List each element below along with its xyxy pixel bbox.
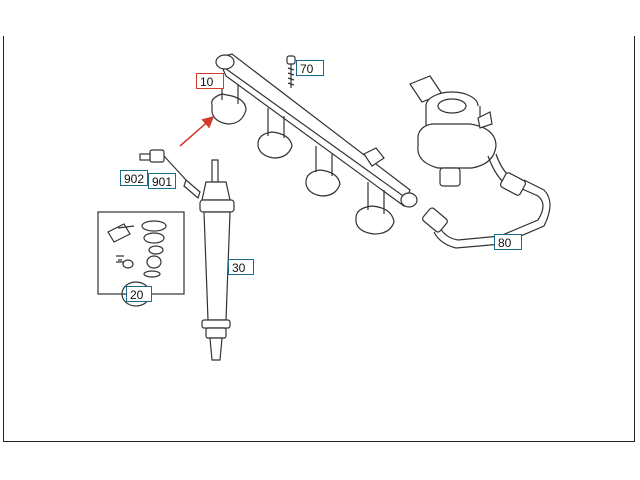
callout-fuel-rail[interactable]: 10: [196, 73, 224, 89]
callout-injector[interactable]: 30: [228, 259, 254, 275]
pump-drawing: [409, 75, 497, 187]
callout-connector[interactable]: 902: [120, 170, 148, 186]
callout-bolt[interactable]: 70: [296, 60, 324, 76]
fuel-rail-drawing: [211, 53, 418, 235]
callout-seal-kit[interactable]: 20: [126, 286, 152, 302]
callout-connector-clip[interactable]: 901: [148, 173, 176, 189]
bolt-drawing: [286, 55, 296, 88]
callout-fuel-line[interactable]: 80: [494, 234, 522, 250]
highlight-arrow: [179, 116, 215, 147]
fuel-line-drawing: [422, 153, 551, 249]
injector-drawing: [183, 159, 235, 361]
connector-drawing: [139, 149, 187, 181]
seal-kit-drawing: [97, 211, 185, 307]
